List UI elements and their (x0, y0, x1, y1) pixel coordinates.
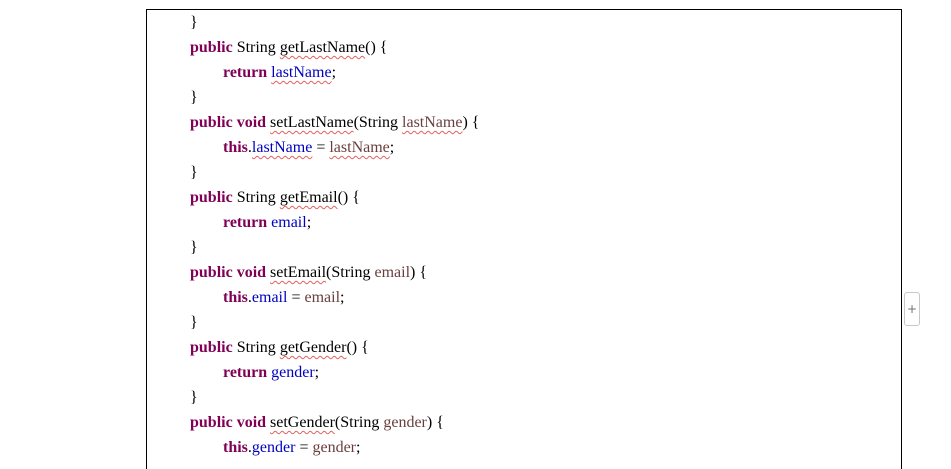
parameter-name: email (374, 264, 411, 281)
code-line-12: this.email = email; (190, 285, 479, 310)
type-string: String (236, 339, 276, 356)
parameter-ref: lastName (329, 139, 390, 156)
method-name: getEmail (279, 189, 338, 206)
semicolon: ; (314, 364, 320, 381)
type-string: String (331, 264, 371, 281)
field-ref: email (271, 214, 307, 231)
code-line-14: public String getGender() { (190, 335, 479, 360)
expand-button[interactable]: + (904, 292, 920, 326)
keyword-this: this (223, 289, 248, 306)
field-ref: gender (251, 439, 296, 456)
code-line-3: return lastName; (190, 60, 479, 85)
type-string: String (236, 189, 276, 206)
brace: } (190, 239, 198, 256)
plus-icon: + (906, 302, 918, 316)
keyword-public: public (190, 264, 233, 281)
assign-operator: = (295, 439, 313, 456)
assign-operator: = (312, 139, 330, 156)
code-line-10: } (190, 235, 479, 260)
keyword-return: return (223, 214, 268, 231)
method-signature-end: ) { (426, 414, 444, 431)
field-ref: lastName (251, 139, 313, 156)
keyword-this: this (223, 139, 248, 156)
dot: . (247, 439, 252, 456)
code-line-16: } (190, 385, 479, 410)
code-line-2: public String getLastName() { (190, 35, 479, 60)
parameter-name: gender (383, 414, 427, 431)
keyword-void: void (236, 114, 267, 131)
document-page (146, 9, 902, 469)
code-line-15: return gender; (190, 360, 479, 385)
dot: . (247, 289, 252, 306)
parameter-name: lastName (402, 114, 463, 131)
type-string: String (236, 39, 276, 56)
brace: } (190, 314, 198, 331)
semicolon: ; (389, 139, 395, 156)
code-block: } public String getLastName() { return l… (190, 10, 479, 460)
paren: ( (334, 414, 341, 431)
code-line-1: } (190, 10, 479, 35)
brace: } (190, 14, 198, 31)
semicolon: ; (331, 64, 337, 81)
semicolon: ; (306, 214, 312, 231)
field-ref: lastName (271, 64, 332, 81)
keyword-return: return (223, 64, 268, 81)
semicolon: ; (356, 439, 361, 456)
method-signature-end: () { (365, 39, 388, 56)
keyword-public: public (190, 189, 233, 206)
keyword-void: void (236, 414, 267, 431)
code-line-13: } (190, 310, 479, 335)
method-name: setGender (270, 414, 335, 431)
parameter-ref: email (304, 289, 341, 306)
method-name: setLastName (270, 114, 354, 131)
brace: } (190, 389, 198, 406)
keyword-public: public (190, 114, 233, 131)
code-line-17: public void setGender(String gender) { (190, 410, 479, 435)
code-line-8: public String getEmail() { (190, 185, 479, 210)
field-ref: email (251, 289, 288, 306)
type-string: String (340, 414, 380, 431)
brace: } (190, 164, 198, 181)
code-line-11: public void setEmail(String email) { (190, 260, 479, 285)
code-line-4: } (190, 85, 479, 110)
keyword-return: return (223, 364, 268, 381)
code-line-5: public void setLastName(String lastName)… (190, 110, 479, 135)
type-string: String (358, 114, 399, 131)
method-signature-end: ) { (410, 264, 428, 281)
dot: . (247, 139, 252, 156)
code-line-6: this.lastName = lastName; (190, 135, 479, 160)
paren: ( (353, 114, 359, 131)
code-line-18: this.gender = gender; (190, 435, 479, 460)
semicolon: ; (340, 289, 345, 306)
code-line-7: } (190, 160, 479, 185)
method-name: getLastName (279, 39, 366, 56)
method-signature-end: () { (346, 339, 369, 356)
assign-operator: = (287, 289, 305, 306)
paren: ( (326, 264, 332, 281)
keyword-void: void (236, 264, 267, 281)
field-ref: gender (271, 364, 315, 381)
method-signature-end: () { (337, 189, 360, 206)
method-name: setEmail (270, 264, 327, 281)
method-signature-end: ) { (462, 114, 480, 131)
brace: } (190, 89, 198, 106)
keyword-public: public (190, 414, 233, 431)
keyword-this: this (223, 439, 248, 456)
keyword-public: public (190, 339, 233, 356)
parameter-ref: gender (312, 439, 356, 456)
code-line-9: return email; (190, 210, 479, 235)
keyword-public: public (190, 39, 233, 56)
method-name: getGender (279, 339, 347, 356)
